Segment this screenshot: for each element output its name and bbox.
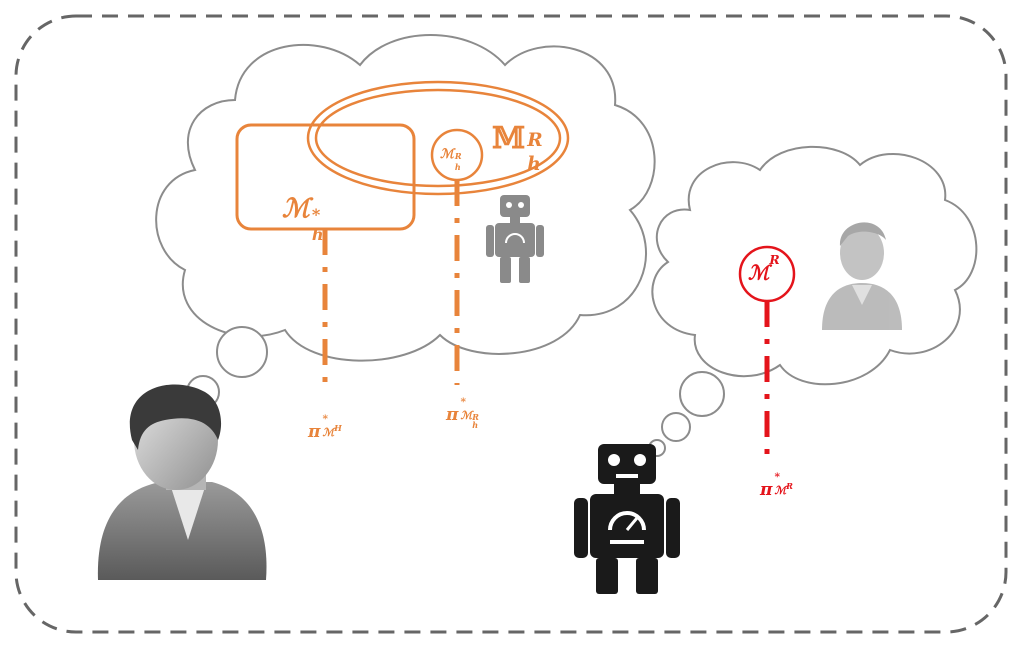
small-human-icon [822,222,902,330]
policy-robot-in-human-subsub: h [472,420,479,430]
thought-bubble-medium [661,412,691,442]
outer-dashed-border [14,14,1008,634]
thought-bubble-large [216,326,268,378]
policy-robot-subsup: R [786,481,793,491]
policy-human-sup: * [322,413,328,425]
model-set-outer-ellipse [306,80,570,196]
model-set-inner-ellipse [314,88,562,188]
robot-model-in-human-label: ℳ R h [440,147,462,171]
robot-model-in-human-sub: h [454,162,461,172]
thought-bubble-large [679,371,725,417]
model-set-sub: h [527,154,541,175]
human-policy-label: π * ℳH [308,414,350,442]
policy-robot-sub: ℳ [774,484,787,497]
human-avatar-icon [97,384,267,580]
policy-robot-base: π [760,480,773,500]
small-robot-icon [486,195,544,283]
robot-model-sup: R [769,252,780,267]
policy-human-subsup: H [334,423,342,433]
policy-robot-in-human-sup: * [460,396,466,408]
human-model-sup: * [311,205,321,224]
robot-model-in-human-base: ℳ [440,147,454,162]
human-model-label: ℳ * h [282,194,324,243]
robot-icon [574,444,680,594]
human-thought-cloud [155,34,656,362]
human-model-sub: h [311,225,324,244]
policy-robot-in-human-base: π [446,405,459,425]
human-model-base: ℳ [282,194,310,224]
policy-robot-in-human-sub: ℳ [460,409,473,422]
model-set-sup: R [527,130,543,151]
model-set-base: 𝕄 [492,121,526,156]
policy-robot-in-human-subsup: R [472,412,479,422]
model-set-label: 𝕄 R h [492,121,543,174]
robot-policy-label: π * ℳR [760,472,802,500]
robot-thought-bubbles [648,371,725,457]
policy-human-sub: ℳ [322,426,335,439]
policy-human-base: π [308,422,321,442]
robot-model-base: ℳ [748,260,770,285]
robot-thought-cloud [651,145,978,386]
policy-robot-sup: * [774,471,780,483]
robot-model-label: ℳR [748,253,780,285]
robot-model-in-human-sup: R [454,151,462,161]
model-set-ellipses [306,80,570,196]
